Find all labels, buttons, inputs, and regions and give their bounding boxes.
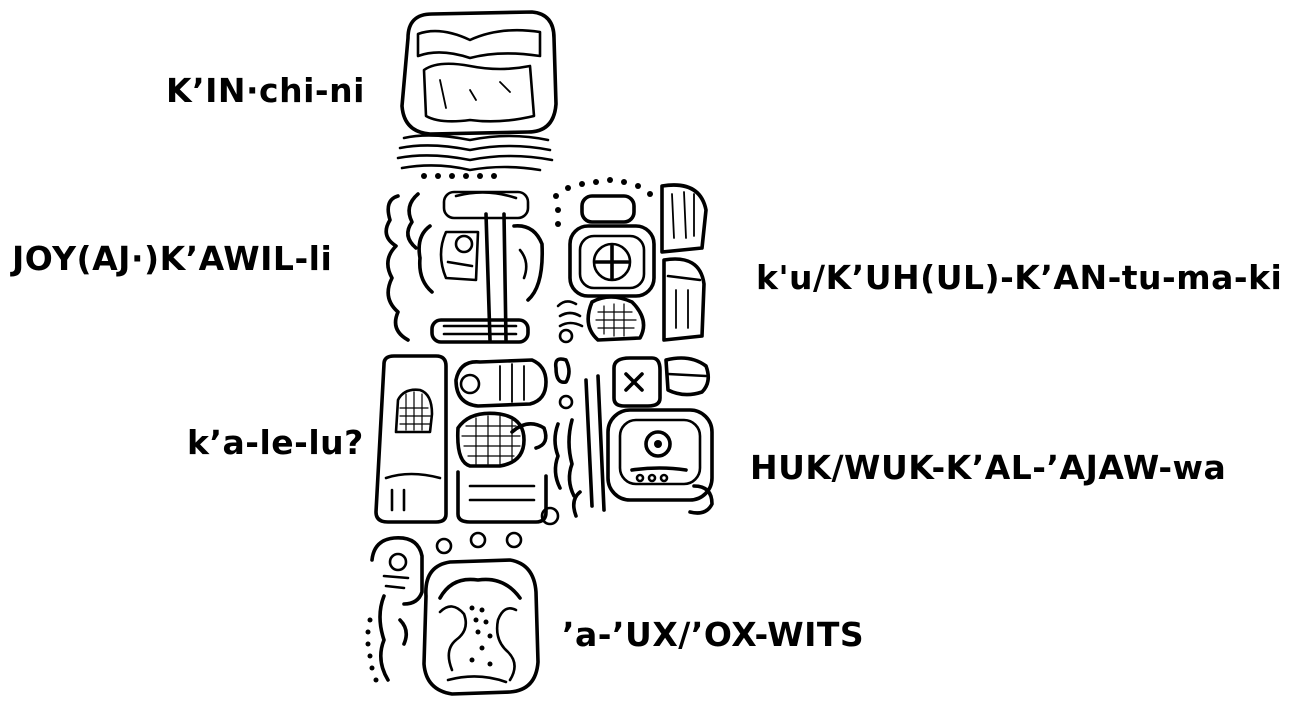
glyph-kalelu — [374, 354, 548, 524]
glyph-label-huk-kal-ajaw: HUK/WUK-K’AL-’AJAW-wa — [750, 448, 1227, 487]
glyph-joy-kawil — [384, 190, 545, 344]
glyph-label-kinichini: K’IN·chi-ni — [166, 71, 365, 110]
glyph-ux-wits — [365, 531, 540, 696]
glyph-kuh-kan-tumak — [553, 177, 708, 344]
glyph-label-kalelu: k’a-le-lu? — [187, 423, 364, 462]
glyph-label-ux-wits: ’a-’UX/’OX-WITS — [562, 615, 865, 654]
glyph-kinichini — [396, 10, 558, 179]
glyph-label-joy-kawil: JOY(AJ·)K’AWIL-li — [12, 239, 333, 278]
glyph-huk-kal-ajaw — [540, 356, 714, 526]
glyph-label-kuh-kan-tumak: k'u/K’UH(UL)-K’AN-tu-ma-ki — [756, 258, 1283, 297]
